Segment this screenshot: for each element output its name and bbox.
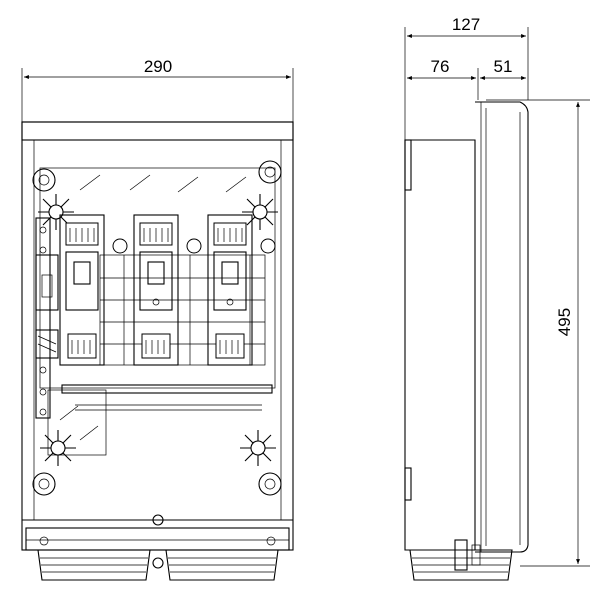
height-dimension: 495 [486, 99, 590, 567]
front-width-label: 290 [144, 57, 172, 76]
fuse-switch-2 [133, 214, 179, 366]
cover-glass [39, 167, 276, 456]
front-view: 290 [21, 57, 294, 581]
corner-screws [32, 160, 282, 496]
fuse-switch-3 [207, 214, 253, 366]
enclosure-front [21, 121, 294, 581]
side-total-depth-label: 127 [452, 15, 480, 34]
height-label: 495 [555, 308, 574, 336]
front-width-dimension: 290 [21, 57, 294, 135]
side-body-depth-label: 76 [431, 57, 450, 76]
side-view: 127 76 51 495 [404, 15, 590, 581]
fuse-switch-1 [59, 214, 105, 366]
terminal-strip [35, 217, 59, 419]
side-total-depth-dimension: 127 [404, 15, 529, 140]
side-lid-depth-label: 51 [494, 57, 513, 76]
enclosure-side [404, 101, 529, 581]
busbar-plate [61, 238, 276, 411]
side-split-depth-dimension: 76 51 [407, 57, 526, 100]
mounting-stars [38, 194, 278, 466]
